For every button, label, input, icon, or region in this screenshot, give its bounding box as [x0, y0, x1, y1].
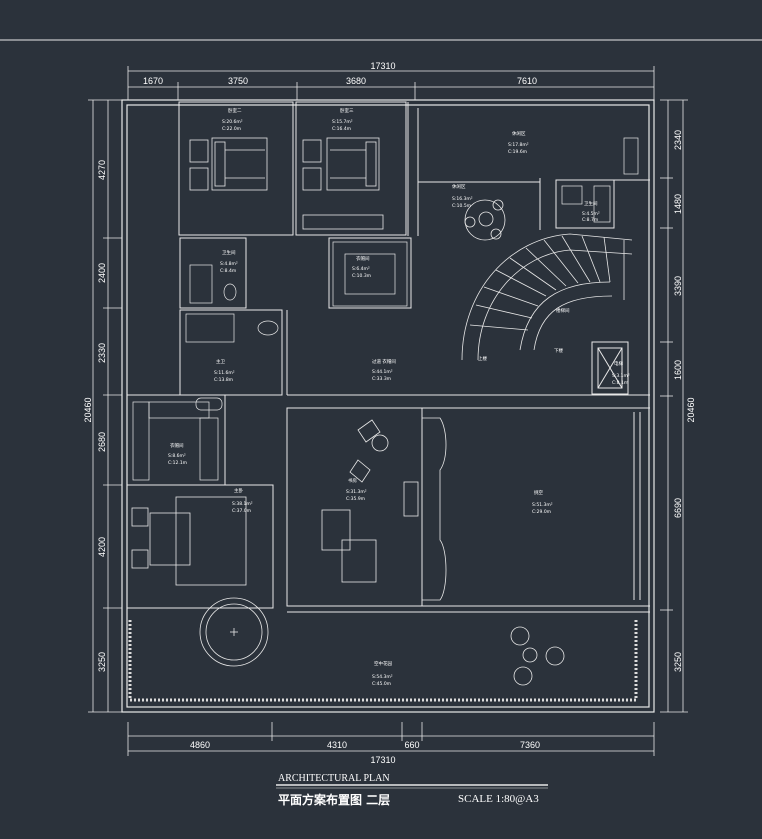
room-area: S:38.1m² — [232, 501, 253, 507]
bed-bedroom-2 — [189, 137, 268, 191]
room-area: S:44.1m² — [372, 369, 393, 375]
dim-top-total: 17310 — [370, 61, 395, 71]
room-name: 卫生间 — [584, 200, 598, 207]
room-perim: C:10.5m — [452, 203, 471, 209]
stair-down-label: 下楼 — [554, 347, 563, 354]
room-name: 主卧 — [234, 487, 243, 494]
room-name: 卧室二 — [228, 107, 242, 114]
room-perim: C:19.6m — [508, 149, 527, 155]
room-area: S:54.3m² — [372, 674, 393, 680]
dim-left-1: 4270 — [97, 160, 107, 180]
room-area: S:31.3m² — [346, 489, 367, 495]
dim-left-total: 20460 — [83, 397, 93, 422]
dim-right-total: 20460 — [686, 397, 696, 422]
stair-up-label: 上楼 — [478, 355, 487, 362]
dim-left-3: 2330 — [97, 343, 107, 363]
bathroom-fixtures — [185, 137, 639, 411]
room-area: S:51.3m² — [532, 502, 553, 508]
bottom-dimension-chain — [127, 722, 655, 756]
room-name: 衣帽间 — [170, 442, 184, 449]
room-area: S:4.8m² — [220, 261, 238, 267]
interior-walls — [126, 101, 650, 613]
room-name: 书房 — [348, 477, 357, 484]
left-dimension-chain — [88, 99, 122, 713]
room-name: 休闲区 — [452, 183, 466, 190]
study-furniture — [321, 417, 447, 601]
dim-top-2: 3750 — [228, 76, 248, 86]
dim-left-2: 2400 — [97, 263, 107, 283]
room-area: S:17.8m² — [508, 142, 529, 148]
dim-left-4: 2680 — [97, 432, 107, 452]
room-name: 挑空 — [534, 489, 543, 496]
title-english: ARCHITECTURAL PLAN — [278, 773, 390, 784]
room-perim: C:37.0m — [232, 508, 251, 514]
room-perim: C:8.7m — [582, 217, 598, 223]
room-name: 衣帽间 — [356, 255, 370, 262]
room-perim: C:29.0m — [532, 509, 551, 515]
room-name: 卧室三 — [340, 107, 354, 114]
room-area: S:8.6m² — [168, 453, 186, 459]
dim-right-5: 6690 — [673, 498, 683, 518]
room-perim: C:8.1m — [612, 380, 628, 386]
room-name: 过道 衣帽间 — [372, 358, 396, 365]
spiral-staircase — [461, 233, 633, 361]
room-area: S:15.7m² — [332, 119, 353, 125]
dim-bottom-total: 17310 — [370, 755, 395, 765]
room-area: S:4.5m² — [582, 211, 600, 217]
top-dimension-chain — [127, 66, 655, 100]
dim-right-2: 1480 — [673, 194, 683, 214]
title-block: ARCHITECTURAL PLAN 平面方案布置图 二层 SCALE 1:80… — [276, 773, 548, 807]
dim-right-3: 3390 — [673, 276, 683, 296]
room-perim: C:10.3m — [352, 273, 371, 279]
dim-right-1: 2340 — [673, 130, 683, 150]
room-name: 电梯 — [614, 360, 623, 367]
dim-top-4: 7610 — [517, 76, 537, 86]
room-perim: C:33.3m — [372, 376, 391, 382]
dim-bottom-3: 660 — [404, 740, 419, 750]
room-perim: C:8.4m — [220, 268, 236, 274]
room-name: 主卫 — [216, 358, 225, 365]
dim-bottom-1: 4860 — [190, 740, 210, 750]
room-name: 卫生间 — [222, 249, 236, 256]
room-perim: C:35.9m — [346, 496, 365, 502]
drawing-scale: SCALE 1:80@A3 — [458, 793, 539, 805]
lounge-table-set — [464, 199, 506, 241]
right-dimension-chain — [660, 99, 688, 713]
room-area: S:11.6m² — [214, 370, 235, 376]
dim-right-4: 1600 — [673, 360, 683, 380]
room-area: S:20.6m² — [222, 119, 243, 125]
room-area: S:6.4m² — [352, 266, 370, 272]
room-perim: C:12.1m — [168, 460, 187, 466]
bed-bedroom-3 — [302, 137, 384, 230]
room-name: 休闲区 — [512, 130, 526, 137]
room-name: 空中花园 — [374, 660, 392, 667]
dim-top-1: 1670 — [143, 76, 163, 86]
dim-bottom-2: 4310 — [327, 740, 347, 750]
title-chinese: 平面方案布置图 二层 — [278, 792, 390, 807]
dim-top-3: 3680 — [346, 76, 366, 86]
dim-bottom-4: 7360 — [520, 740, 540, 750]
sky-garden — [128, 597, 638, 702]
dim-left-5: 4200 — [97, 537, 107, 557]
dim-left-6: 3250 — [97, 652, 107, 672]
room-area: S:3.1m² — [612, 373, 630, 379]
room-labels: 卧室二 S:20.6m² C:22.0m 卧室三 S:15.7m² C:16.4… — [168, 107, 630, 687]
stair-label: 楼梯间 — [556, 307, 570, 314]
room-perim: C:13.8m — [214, 377, 233, 383]
dim-right-6: 3250 — [673, 652, 683, 672]
room-perim: C:45.0m — [372, 681, 391, 687]
room-perim: C:22.0m — [222, 126, 241, 132]
bed-master — [131, 496, 247, 586]
room-perim: C:16.4m — [332, 126, 351, 132]
room-area: S:16.3m² — [452, 196, 473, 202]
